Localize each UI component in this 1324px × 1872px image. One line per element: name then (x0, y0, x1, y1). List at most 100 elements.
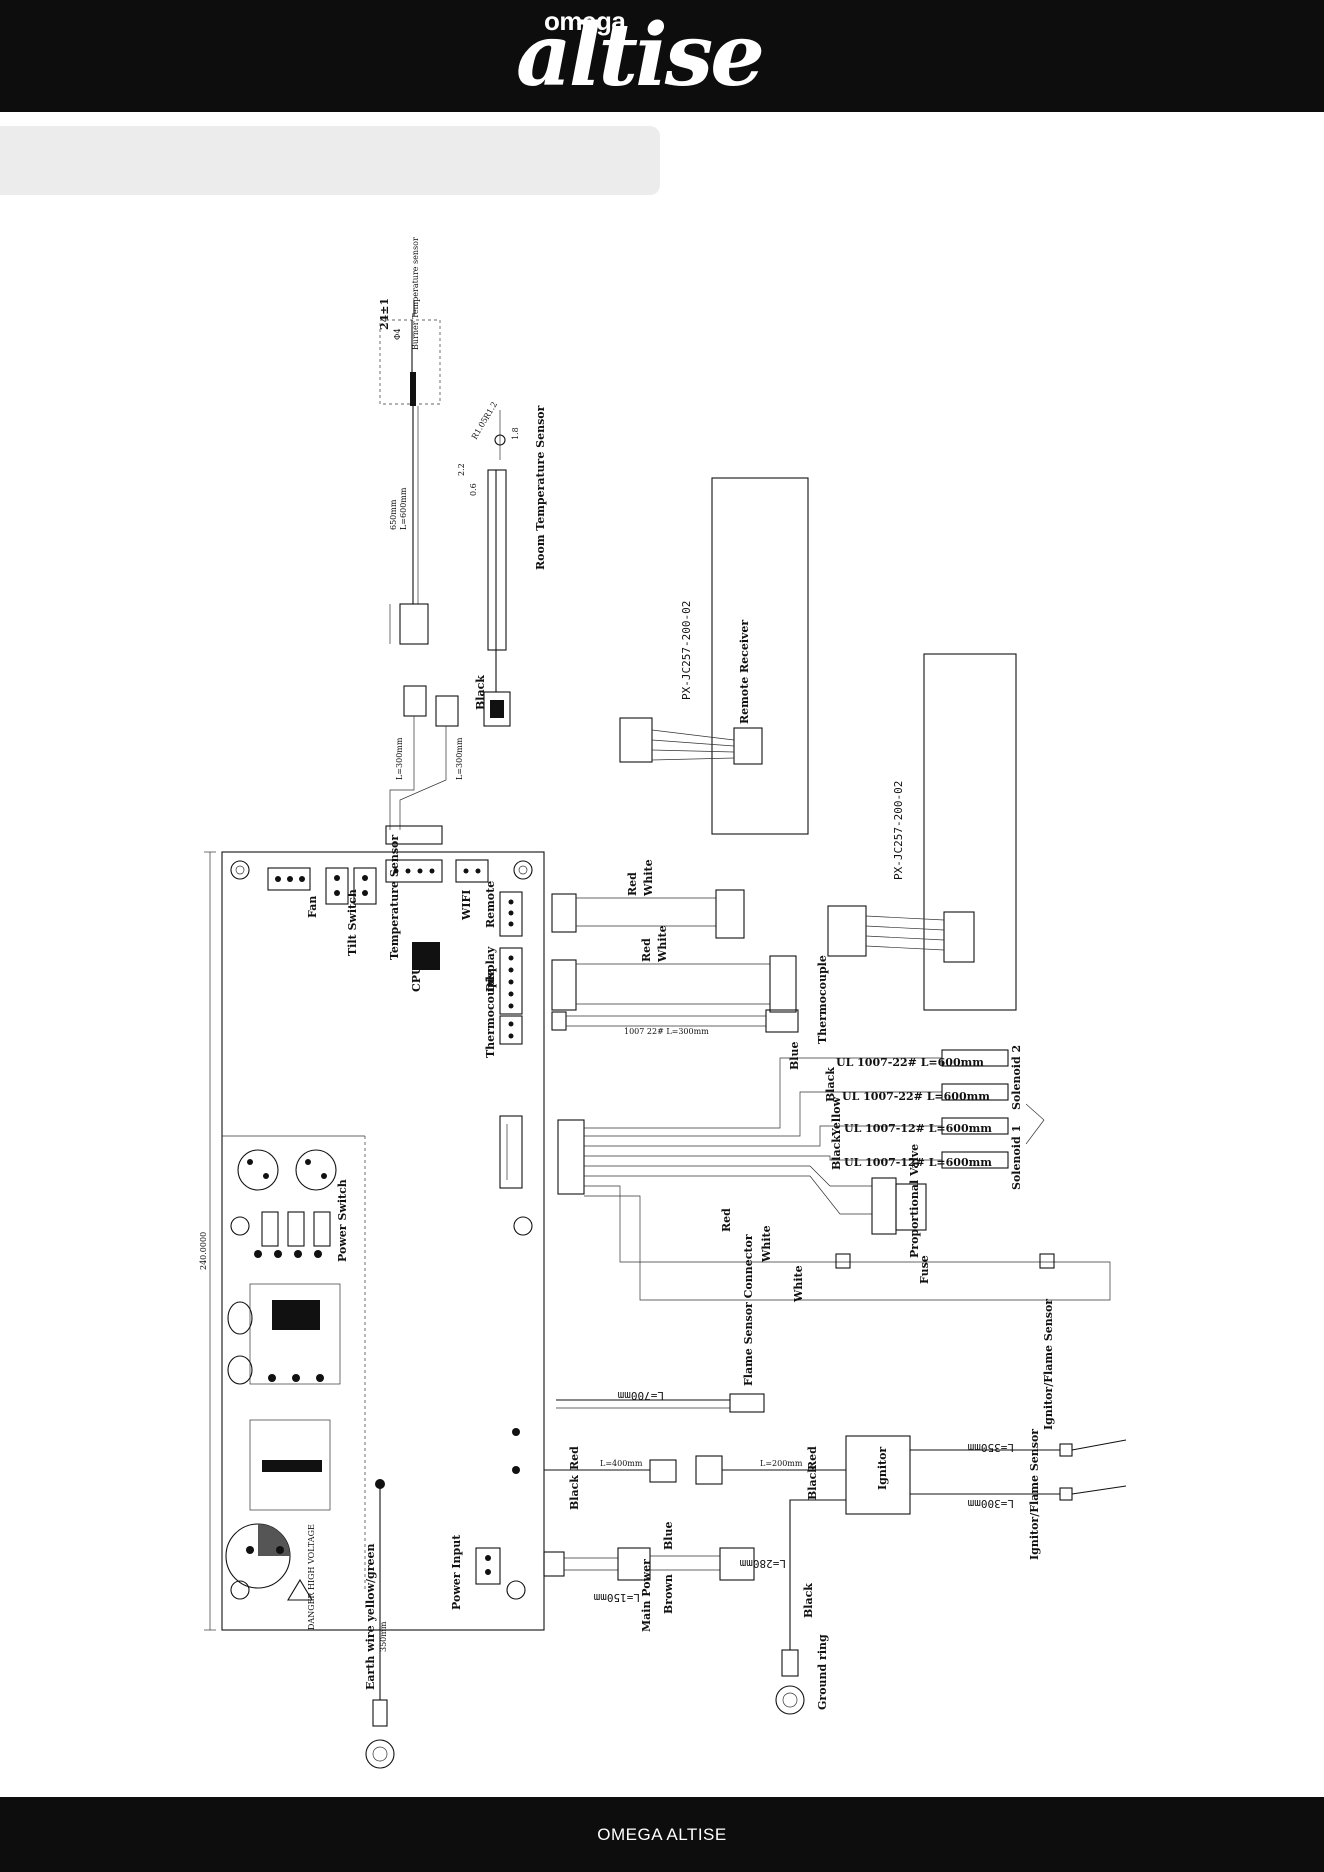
brand-logo-small: omega (544, 6, 626, 36)
mount-hole (513, 1216, 533, 1236)
thermocouple-port-label: Thermocouple (484, 969, 497, 1058)
fan-label: Fan (306, 896, 319, 918)
thermocouple-connector (499, 1015, 523, 1045)
temp-sensor-harness-plug (385, 825, 443, 845)
white-wire-2-label: White (792, 1265, 805, 1303)
remote-label: Remote (484, 881, 497, 928)
brand-logo-large: altise (516, 5, 765, 106)
thermocouple-label: Thermocouple (816, 955, 829, 1044)
board-dimension: 240.0000 (199, 1232, 208, 1270)
power-input-connector (475, 1547, 501, 1585)
display-module (923, 653, 1017, 1011)
tilt-switch-connector (325, 867, 349, 905)
igniter-black-2: Black (806, 1465, 819, 1500)
footer-brand: OMEGA ALTISE (597, 1825, 727, 1844)
burner-dim-2: Φ4 (393, 328, 402, 340)
display-socket (943, 911, 975, 963)
thermocouple-plug (765, 1009, 799, 1033)
page-header: omega altise (0, 0, 1324, 112)
burner-sensor-label: Burner Temperature sensor (411, 237, 420, 350)
remote-part-number: PX-JC257-200-02 (680, 601, 693, 700)
flame-sensor-label: Flame Sensor Connector (742, 1234, 755, 1386)
igniter-black-1: Black (568, 1475, 581, 1510)
display-label: Display (484, 946, 497, 992)
main-power-length: L=150mm (593, 1591, 640, 1604)
igniter-out-1-length: L=350mm (967, 1441, 1014, 1454)
room-sensor-plug (483, 691, 511, 727)
lead-length-a: L=300mm (395, 737, 404, 780)
remote-receiver-socket (733, 727, 763, 765)
display-wire-red: Red (640, 938, 653, 962)
control-board-outline (221, 851, 545, 1631)
solenoid-wire-color-1: Blue (788, 1042, 801, 1070)
burner-sensor-plug (399, 603, 429, 645)
fuse (835, 1253, 851, 1269)
igniter-unit (845, 1435, 911, 1515)
solenoid-wire-spec-1: UL 1007-22# L=600mm (836, 1056, 984, 1069)
igniter-unit-label: Ignitor (876, 1447, 889, 1490)
ground-lead-black: Black (802, 1583, 815, 1618)
fan-connector (267, 867, 311, 891)
proportional-valve-label: Proportional Valve (908, 1144, 921, 1258)
burner-length-1: 650mm (389, 499, 398, 530)
room-dim-06: 0.6 (469, 483, 478, 496)
warning-icon (287, 1578, 313, 1601)
room-dim-r105: R1.05 (470, 416, 490, 441)
solenoid-1-label: Solenoid 1 (1010, 1125, 1023, 1190)
proportional-valve-plug (871, 1177, 897, 1235)
room-dim-18: 1.8 (511, 427, 520, 440)
solenoid-wire-spec-4: UL 1007-12# L=600mm (844, 1156, 992, 1169)
ground-ring-terminal (775, 1685, 805, 1715)
igniter-plug-1 (649, 1459, 677, 1483)
mount-hole (513, 860, 533, 880)
room-dim-22: 2.2 (457, 463, 466, 476)
mount-hole (230, 1580, 250, 1600)
remote-plug (619, 717, 653, 763)
fuse-label: Fuse (918, 1255, 931, 1284)
burner-length-2: L=600mm (399, 487, 408, 530)
wifi-connector (455, 859, 489, 883)
cpu-chip (412, 942, 440, 970)
display-harness-plug (769, 955, 797, 1013)
igniter-length-2: L=200mm (760, 1459, 803, 1468)
warning-label: DANGER HIGH VOLTAGE (307, 1524, 316, 1630)
remote-harness-plug (715, 889, 745, 939)
page-footer: OMEGA ALTISE (0, 1797, 1324, 1872)
room-black-label: Black (474, 675, 487, 710)
solenoid-wire-color-2: Black (824, 1067, 837, 1102)
igniter-out-1-label: Ignitor/Flame Sensor (1042, 1299, 1055, 1430)
tilt-switch-label: Tilt Switch (346, 889, 359, 956)
flame-sensor-length: L=700mm (617, 1389, 664, 1402)
room-sensor-body (487, 469, 507, 651)
igniter-plug-2 (695, 1455, 723, 1485)
igniter-red-2: Red (806, 1446, 819, 1470)
transformer (272, 1300, 320, 1330)
valve-harness-plug (557, 1119, 585, 1195)
remote-connector (499, 891, 523, 937)
lead-length-b: L=300mm (455, 737, 464, 780)
solenoid-wire-color-3: Yellow (830, 1096, 843, 1137)
power-input-label: Power Input (450, 1534, 463, 1610)
red-wire-label: Red (720, 1208, 733, 1232)
cpu-label: CPU (410, 965, 423, 992)
igniter-out-2-length: L=300mm (967, 1497, 1014, 1510)
capacitor (237, 1149, 279, 1191)
main-power-brown: Brown (662, 1574, 675, 1614)
harness-connector (499, 1115, 523, 1189)
remote-wire-white: White (642, 859, 655, 897)
power-switch-label: Power Switch (336, 1179, 349, 1262)
flame-sensor-plug (729, 1393, 765, 1413)
ground-ring-label: Ground ring (816, 1634, 829, 1710)
white-wire-1-label: White (760, 1225, 773, 1263)
main-power-plug (543, 1551, 565, 1577)
section-heading-bar (0, 126, 660, 195)
main-power-blue: Blue (662, 1522, 675, 1550)
mount-hole (506, 1580, 526, 1600)
wiring-diagram: 240.0000 Fan Tilt Switch Temperature Sen… (199, 237, 1127, 1769)
solenoid-wire-spec-2: UL 1007-22# L=600mm (842, 1090, 990, 1103)
wifi-label: WIFI (460, 890, 473, 921)
mount-hole (230, 860, 250, 880)
main-power-label: Main Power (640, 1559, 653, 1632)
solenoid-2-label: Solenoid 2 (1010, 1045, 1023, 1110)
mount-hole (230, 1216, 250, 1236)
